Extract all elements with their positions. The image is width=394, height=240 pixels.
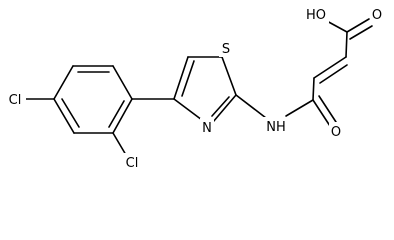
atom-sulfur: S (222, 42, 230, 57)
atom-amide-nh: NH (266, 120, 286, 135)
atom-labels: Cl Cl S N NH O HO O (4, 5, 384, 171)
atom-ring-nitrogen: N (202, 121, 212, 136)
atom-cl-left: Cl (9, 93, 22, 108)
bond-lines (24, 18, 373, 156)
atom-acid-hydroxyl: HO (306, 8, 326, 23)
atom-amide-oxygen: O (331, 125, 341, 140)
atom-cl-bottom: Cl (126, 156, 139, 171)
atom-acid-oxygen: O (372, 8, 382, 23)
chemical-structure-diagram: Cl Cl S N NH O HO O (4, 5, 384, 171)
